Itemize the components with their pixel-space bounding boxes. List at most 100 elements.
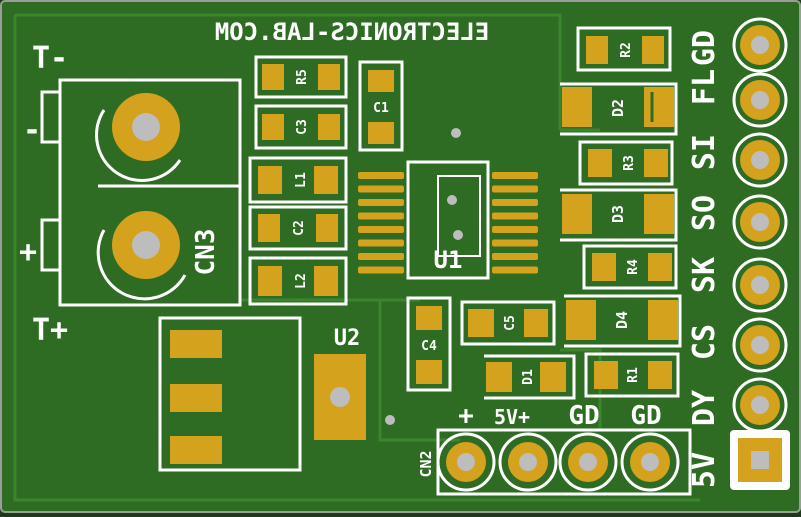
d4-label: D4 [613,311,631,329]
c4-label: C4 [421,339,437,354]
part-r4: R4 [582,244,678,290]
part-d3: D3 [560,188,678,242]
header-pin-ring [732,17,788,73]
cn3-label: CN3 [191,229,221,276]
u1-pin [492,253,538,260]
chip-u1: U1 [358,160,538,280]
header-drill [751,36,769,54]
u1-pin [358,185,404,193]
l1-label: L1 [294,172,309,188]
header-drill [751,451,769,469]
header-pin-ring [732,132,788,188]
header-drill [751,213,769,231]
terminal-plus-label: + [19,235,37,270]
header-pin-ring [732,257,788,313]
u1-pin [492,185,538,193]
c5-label: C5 [503,315,518,331]
r1-label: R1 [626,367,641,383]
right-header-labels: GD FL SI SO SK CS DY 5V [687,30,722,488]
cn2-pin-ring [498,432,558,492]
part-r3: R3 [578,140,674,186]
cn2-pin-ring [620,432,680,492]
u1-pin [492,212,538,220]
pin-label-sk: SK [687,257,722,293]
header-pin-ring [732,72,788,128]
terminal-t-minus-label: T- [32,41,68,76]
u1-pin [358,266,404,274]
r3-label: R3 [622,155,637,171]
pin-label-gd-2: GD [630,401,661,431]
part-d4: D4 [564,294,682,348]
cn2-pin-ring [436,432,496,492]
cn2-label: CN2 [417,450,435,477]
header-cn2: CN2 [417,428,692,496]
r2-label: R2 [619,42,634,58]
pin-label-dy: DY [687,390,722,426]
pin-label-plus: + [458,401,474,431]
terminal-minus-label: - [23,113,41,148]
c2-label: C2 [292,220,307,236]
header-drill [751,151,769,169]
l2-label: L2 [294,273,309,289]
cn2-drill [641,453,659,471]
pin-label-5v-plus: 5V+ [494,405,530,429]
via [385,415,395,425]
u1-pin [492,199,538,206]
u1-pin [358,226,404,233]
terminal-t-plus-label: T+ [32,313,68,348]
d3-label: D3 [609,205,627,223]
via [451,128,461,138]
bottom-header-labels: + 5V+ GD GD [458,401,661,431]
pin-label-cs: CS [687,324,722,360]
u1-pin [358,212,404,220]
pin-label-fl: FL [687,69,722,105]
u2-label: U2 [334,326,361,351]
chip-u2: U2 [158,316,366,472]
header-drill [751,91,769,109]
header-pin-ring [732,317,788,373]
part-d1: D1 [484,354,576,400]
u1-pin [358,239,404,247]
part-c4: C4 [406,296,452,392]
c3-label: C3 [295,119,310,135]
part-c5: C5 [460,300,556,346]
part-c1: C1 [358,60,404,152]
header-pin-ring [732,194,788,250]
header-drill [751,336,769,354]
u1-label: U1 [434,246,463,274]
cn2-drill [579,453,597,471]
u1-pin [358,172,404,179]
pin-label-si: SI [687,134,722,170]
right-header [730,17,790,490]
u1-pin [358,253,404,260]
u1-pin [492,226,538,233]
part-l1: L1 [248,156,348,204]
header-drill [751,396,769,414]
d2-label: D2 [609,99,627,117]
r5-label: R5 [295,69,310,85]
part-d2: D2 [560,82,678,136]
d1-label: D1 [521,369,536,385]
pin-label-so: SO [687,195,722,231]
pin-label-gd-1: GD [568,401,599,431]
u1-pin [358,199,404,206]
part-r1: R1 [584,352,680,398]
part-r5: R5 [254,55,348,99]
brand-label: ELECTRONICS-LAB.COM [215,18,490,46]
pin-label-gd: GD [687,30,722,66]
u1-pin [492,266,538,274]
header-drill [751,276,769,294]
pin-label-5v: 5V [687,452,722,488]
r4-label: R4 [626,259,641,275]
cn2-pin-ring [558,432,618,492]
cn2-drill [519,453,537,471]
c1-label: C1 [373,101,389,116]
cn2-drill [457,453,475,471]
u1-pin [492,172,538,179]
part-r2: R2 [576,26,672,72]
part-c2: C2 [248,205,348,251]
u1-pin [492,239,538,247]
part-l2: L2 [248,256,348,306]
